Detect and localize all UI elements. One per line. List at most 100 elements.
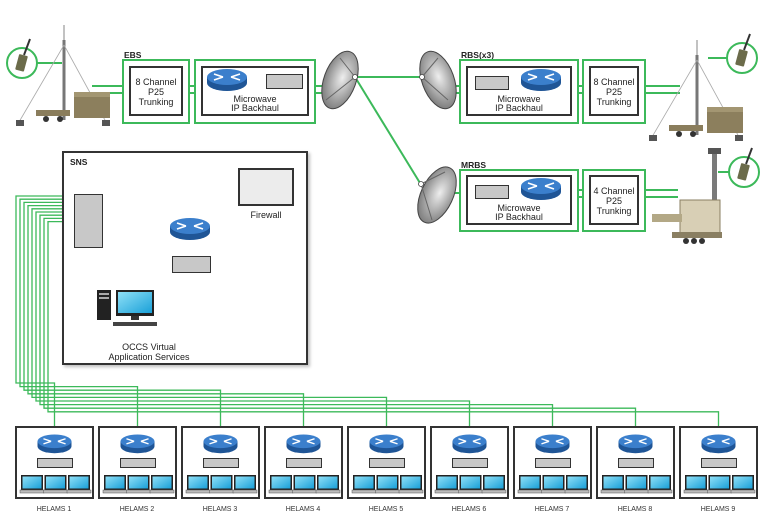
helams-label: HELAMS 3 (202, 506, 238, 513)
helams-laptop-icon (600, 474, 626, 494)
helams-icon-group (19, 433, 756, 494)
ebs-microwave-radio (266, 74, 303, 89)
helams-laptop-icon (481, 474, 507, 494)
sns-firewall (238, 168, 294, 206)
ebs-backhaul-label-1: Microwave (233, 94, 277, 104)
helams-switch (617, 458, 654, 468)
ebs-trunking-label-1: 8 Channel (135, 77, 177, 87)
helams-switch (368, 458, 405, 468)
mrbs-backhaul-label-1: Microwave (497, 203, 541, 213)
ebs-dish-icon (321, 50, 359, 110)
helams-switch (119, 458, 156, 468)
rbs-trunking-label-2: P25 (605, 87, 622, 97)
helams-switch (534, 458, 571, 468)
mrbs-trunking-label-3: Trunking (596, 206, 632, 216)
rbs-microwave-radio (475, 76, 509, 90)
helams-link (35, 211, 471, 426)
helams-router-icon (617, 433, 654, 454)
helams-laptop-icon (707, 474, 732, 494)
mrbs-title: MRBS (461, 160, 487, 170)
ebs-title: EBS (124, 50, 142, 60)
mrbs-trunking-label-2: P25 (605, 196, 622, 206)
helams-laptop-icon (43, 474, 68, 494)
helams-router-icon (202, 433, 239, 454)
link-dish-ebs-mrbs (354, 76, 421, 184)
rbs-dish-icon (419, 50, 457, 110)
helams-switch (451, 458, 488, 468)
sns-title: SNS (70, 157, 88, 167)
sns-switch (172, 256, 211, 273)
helams-router-icon (534, 433, 571, 454)
helams-switch (36, 458, 73, 468)
helams-router-icon (36, 433, 73, 454)
helams-laptop-icon (209, 474, 234, 494)
helams-link-bundle (15, 195, 720, 426)
sns-router-icon (169, 217, 211, 241)
sns-occs-label-2: Application Services (108, 352, 190, 362)
helams-laptop-icon (541, 474, 566, 494)
helams-label: HELAMS 4 (285, 506, 321, 513)
rbs-backhaul-label-1: Microwave (497, 94, 541, 104)
mrbs-tower-trailer-icon (652, 148, 722, 244)
ebs-trunking-box: 8 Channel P25 Trunking (129, 66, 183, 116)
helams-router-icon (119, 433, 156, 454)
helams-laptop-icon (351, 474, 377, 494)
helams-link (31, 208, 388, 426)
helams-label: HELAMS 6 (451, 506, 487, 513)
mrbs-microwave-radio (475, 185, 509, 199)
mrbs-backhaul-box: Microwave IP Backhaul (466, 175, 572, 225)
helams-switch (285, 458, 322, 468)
mrbs-dish-icon (417, 166, 457, 224)
helams-label: HELAMS 5 (368, 506, 404, 513)
mrbs-handheld-radio-icon (728, 147, 760, 188)
sns-workstation-icon (97, 290, 157, 326)
sns-firewall-label: Firewall (250, 210, 282, 220)
rbs-router-icon (520, 68, 562, 92)
helams-laptop-icon (434, 474, 460, 494)
helams-link (23, 201, 222, 426)
sns-occs-label-1: OCCS Virtual (122, 342, 176, 352)
helams-link (47, 220, 720, 426)
mrbs-trunking-box: 4 Channel P25 Trunking (589, 175, 639, 225)
helams-laptop-icon (19, 474, 45, 494)
helams-laptop-icon (66, 474, 92, 494)
helams-laptop-icon (268, 474, 294, 494)
helams-label: HELAMS 2 (119, 506, 155, 513)
helams-laptop-icon (315, 474, 341, 494)
sns-box: SNS Firewall OCCS Virtual Application Se… (62, 151, 308, 365)
sns-patch-panel (74, 194, 103, 248)
rbs-trunking-box: 8 Channel P25 Trunking (589, 66, 639, 116)
helams-router-icon (285, 433, 322, 454)
rbs-trunking-label-1: 8 Channel (593, 77, 635, 87)
helams-link (43, 217, 637, 426)
helams-label: HELAMS 9 (700, 506, 736, 513)
mrbs-backhaul-label-2: IP Backhaul (495, 212, 543, 222)
helams-label: HELAMS 1 (36, 506, 72, 513)
ebs-handheld-radio-icon (6, 38, 38, 79)
helams-laptop-icon (149, 474, 175, 494)
helams-laptop-icon (398, 474, 424, 494)
helams-router-icon (368, 433, 405, 454)
helams-laptop-icon (564, 474, 590, 494)
helams-laptop-icon (292, 474, 317, 494)
ebs-backhaul-label-2: IP Backhaul (231, 103, 279, 113)
helams-laptop-icon (185, 474, 211, 494)
helams-laptop-icon (102, 474, 128, 494)
helams-laptop-icon (375, 474, 400, 494)
helams-laptop-icon (624, 474, 649, 494)
helams-label: HELAMS 7 (534, 506, 570, 513)
ebs-router-icon (206, 68, 248, 92)
helams-laptop-icon (232, 474, 258, 494)
helams-laptop-icon (730, 474, 756, 494)
helams-laptop-icon (126, 474, 151, 494)
rbs-trunking-label-3: Trunking (596, 97, 632, 107)
ebs-trunking-label-3: Trunking (138, 97, 174, 107)
mrbs-router-icon (520, 177, 562, 201)
rbs-handheld-radio-icon (726, 33, 758, 74)
helams-router-icon (451, 433, 488, 454)
helams-switch (700, 458, 737, 468)
helams-switch (202, 458, 239, 468)
helams-label: HELAMS 8 (617, 506, 653, 513)
